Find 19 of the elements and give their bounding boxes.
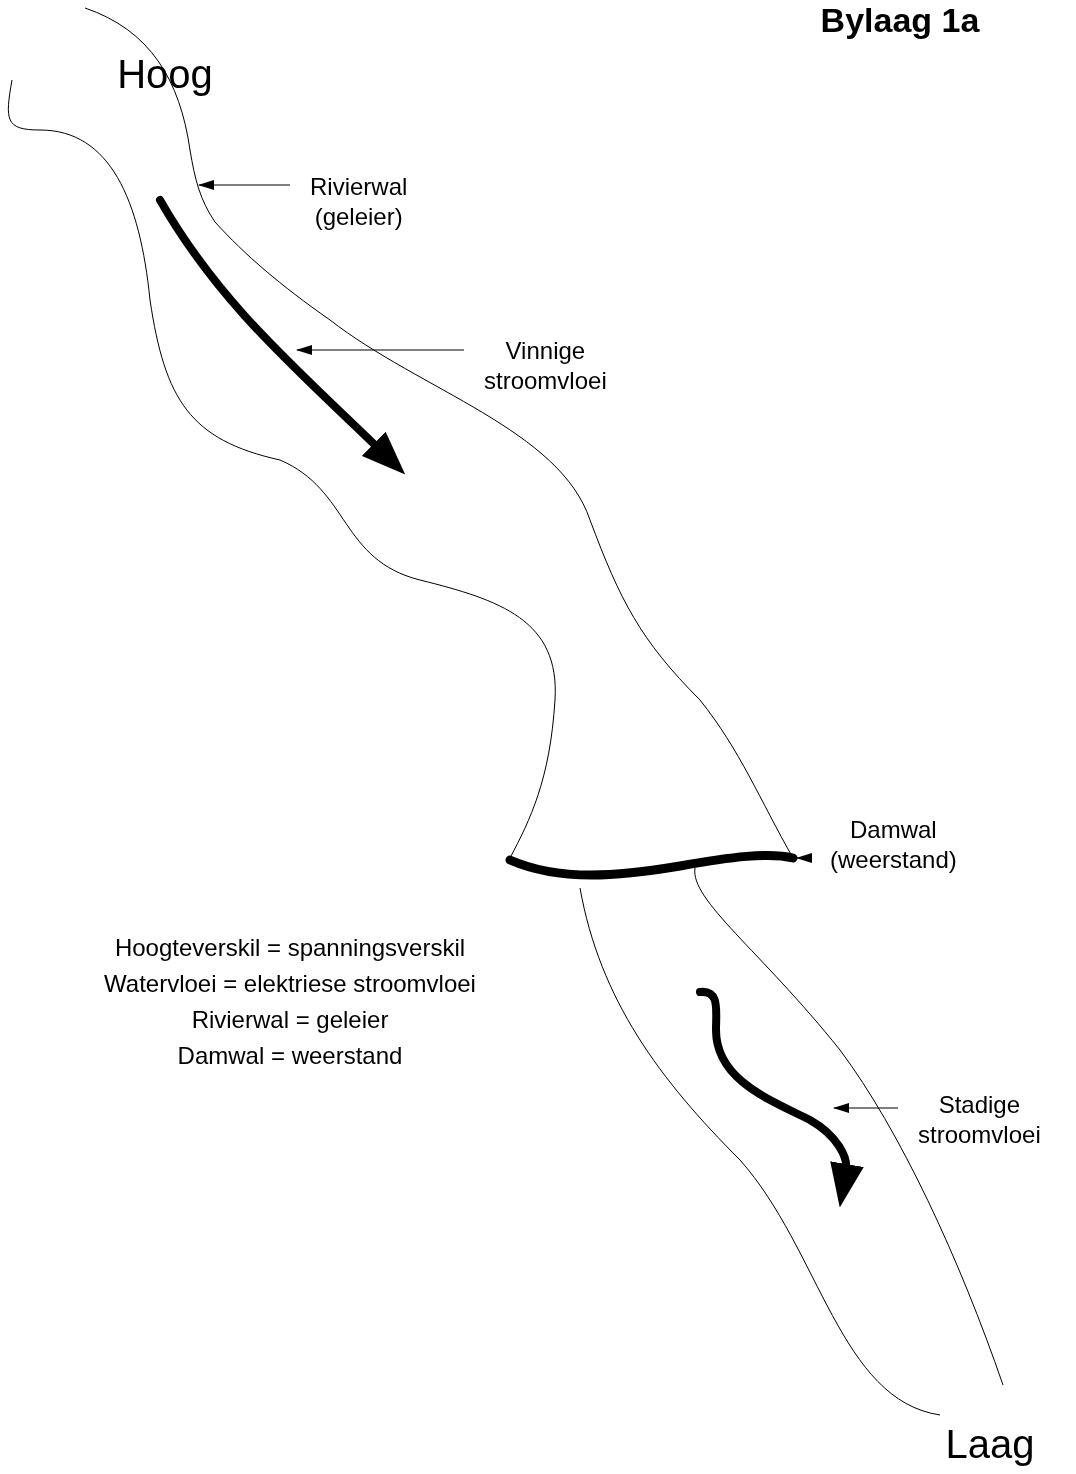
height-label: Hoog (116, 51, 214, 98)
callout-label: Vinnige stroomvloei (484, 336, 607, 396)
leader-line (833, 1103, 899, 1113)
page-title: Bylaag 1a (819, 0, 981, 41)
leader-line (296, 345, 465, 355)
callout-label: Damwal (weerstand) (830, 815, 957, 875)
leader-line (198, 180, 291, 190)
river-bank-line (189, 149, 216, 223)
legend-text: Hoogteverskil = spanningsverskil (113, 934, 467, 963)
flow-arrow (156, 196, 406, 475)
leader-line (796, 853, 812, 863)
callout-label: Rivierwal (geleier) (310, 172, 408, 232)
legend-text: Watervloei = elektriese stroomvloei (103, 970, 477, 999)
dam-wall (505, 850, 798, 880)
flow-arrow (696, 987, 864, 1208)
height-label: Laag (944, 1421, 1036, 1468)
legend-text: Rivierwal = geleier (190, 1006, 390, 1035)
legend-text: Damwal = weerstand (176, 1042, 404, 1071)
callout-label: Stadige stroomvloei (918, 1090, 1041, 1150)
